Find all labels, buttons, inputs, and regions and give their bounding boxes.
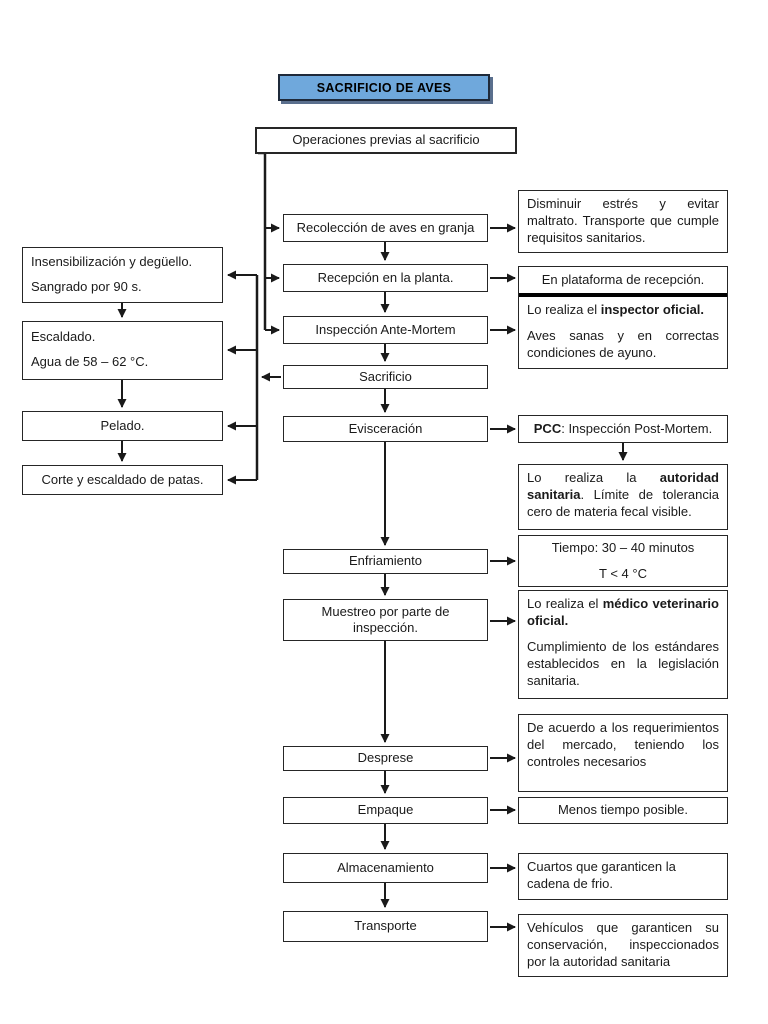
- inspector-pre: Lo realiza el: [527, 302, 601, 317]
- box-operaciones-previas: Operaciones previas al sacrificio: [255, 127, 517, 154]
- box-desprese: Desprese: [283, 746, 488, 771]
- note-recepcion-inspeccion: En plataforma de recepción. Lo realiza e…: [518, 266, 728, 369]
- note-autoridad-sanitaria: Lo realiza la autoridad sanitaria. Límit…: [518, 464, 728, 530]
- note-transporte: Vehículos que garanticen su conservación…: [518, 914, 728, 977]
- box-enfriamiento: Enfriamiento: [283, 549, 488, 574]
- box-corte-escaldado-patas: Corte y escaldado de patas.: [22, 465, 223, 495]
- box-muestreo: Muestreo por parte de inspección.: [283, 599, 488, 641]
- box-recoleccion: Recolección de aves en granja: [283, 214, 488, 242]
- inspector-body: Aves sanas y en correctas condiciones de…: [527, 327, 719, 360]
- autoridad-bold: autoridad sanitaria: [527, 470, 719, 502]
- note-recoleccion: Disminuir estrés y evitar maltrato. Tran…: [518, 190, 728, 253]
- box-escaldado: Escaldado. Agua de 58 – 62 °C.: [22, 321, 223, 380]
- insensibilizacion-line1: Insensibilización y degüello.: [31, 254, 193, 269]
- tiempo-line1: Tiempo: 30 – 40 minutos: [551, 539, 695, 555]
- line-intro-distribution: [258, 151, 267, 330]
- box-sacrificio: Sacrificio: [283, 365, 488, 389]
- box-almacenamiento: Almacenamiento: [283, 853, 488, 883]
- note-empaque: Menos tiempo posible.: [518, 797, 728, 824]
- autoridad-pre: Lo realiza la: [527, 470, 660, 485]
- diagram-title: SACRIFICIO DE AVES: [278, 74, 490, 101]
- insensibilizacion-line2: Sangrado por 90 s.: [31, 279, 142, 295]
- escaldado-line2: Agua de 58 – 62 °C.: [31, 354, 149, 370]
- box-recepcion: Recepción en la planta.: [283, 264, 488, 292]
- thick-divider: [519, 293, 727, 297]
- escaldado-line1: Escaldado.: [31, 329, 96, 344]
- pcc-bold: PCC: [533, 420, 562, 436]
- box-empaque: Empaque: [283, 797, 488, 824]
- note-desprese: De acuerdo a los requerimientos del merc…: [518, 714, 728, 792]
- box-pelado: Pelado.: [22, 411, 223, 441]
- note-almacenamiento: Cuartos que garanticen la cadena de frio…: [518, 853, 728, 900]
- medico-bold: médico veterinario oficial.: [527, 596, 719, 628]
- box-evisceracion: Evisceración: [283, 416, 488, 442]
- inspector-bold: inspector oficial.: [600, 302, 705, 317]
- note-inspector-oficial: Lo realiza el inspector oficial. Aves sa…: [519, 297, 727, 367]
- box-insensibilizacion: Insensibilización y degüello. Sangrado p…: [22, 247, 223, 303]
- note-plataforma: En plataforma de recepción.: [541, 271, 705, 287]
- note-pcc: PCC: Inspección Post-Mortem.: [518, 415, 728, 443]
- note-enfriamiento-tiempo: Tiempo: 30 – 40 minutos T < 4 °C: [518, 535, 728, 587]
- autoridad-post: . Límite de tolerancia cero de materia f…: [527, 486, 719, 519]
- tiempo-line2: T < 4 °C: [599, 565, 647, 581]
- medico-body: Cumplimiento de los estándares estableci…: [527, 638, 719, 688]
- note-medico-veterinario: Lo realiza el médico veterinario oficial…: [518, 590, 728, 699]
- box-transporte: Transporte: [283, 911, 488, 942]
- medico-pre: Lo realiza el: [527, 596, 603, 611]
- box-inspeccion-ante-mortem: Inspección Ante-Mortem: [283, 316, 488, 344]
- pcc-rest: : Inspección Post-Mortem.: [561, 420, 713, 436]
